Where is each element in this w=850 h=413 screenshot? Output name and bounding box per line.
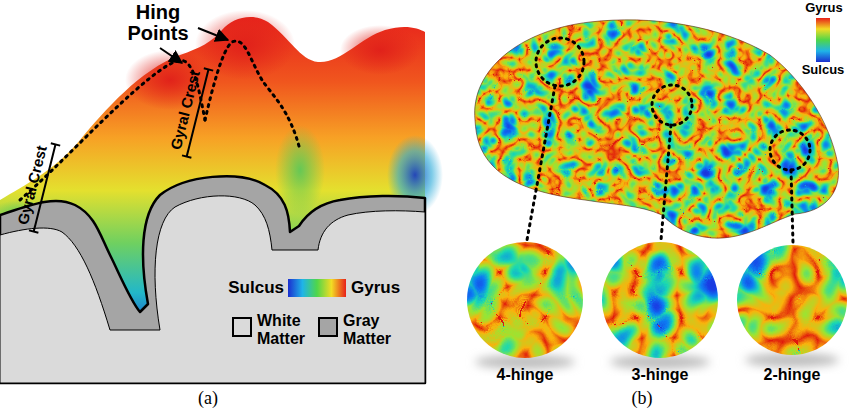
colorbar-label: Gyrus xyxy=(351,278,411,298)
hinge-label: 4-hinge xyxy=(475,366,575,384)
annotation-label: Hing Points xyxy=(112,2,204,44)
brain-surface xyxy=(460,10,845,260)
magnified-surface xyxy=(460,235,590,365)
color-bar xyxy=(288,279,346,297)
gray-matter xyxy=(0,176,425,383)
colorbar-label: Sulcus xyxy=(226,278,284,298)
cortical-surface xyxy=(0,17,425,383)
circle-shadow xyxy=(745,353,839,367)
legend-swatch xyxy=(318,317,338,337)
gyral-peak-shade xyxy=(195,10,295,80)
magnified-surface xyxy=(595,235,725,365)
gyrus-outline xyxy=(205,41,300,150)
colorbar-label: Gyrus xyxy=(800,1,848,16)
legend-label: Gray Matter xyxy=(343,312,405,347)
color-bar xyxy=(816,18,830,62)
panel-label: (b) xyxy=(622,388,662,409)
legend-label: White Matter xyxy=(257,312,315,347)
hinge-label: 2-hinge xyxy=(742,366,842,384)
magnified-surface xyxy=(730,235,850,365)
panel-label: (a) xyxy=(188,388,228,409)
selection-marker xyxy=(527,38,810,243)
brain-outline xyxy=(475,20,839,238)
pointer-arrow xyxy=(198,28,228,40)
pointer-arrow xyxy=(160,48,182,63)
legend-swatch xyxy=(232,317,252,337)
white-matter xyxy=(0,196,425,383)
gyral-peak-shade xyxy=(340,25,420,75)
hinge-label: 3-hinge xyxy=(610,366,710,384)
colorbar-label: Sulcus xyxy=(798,63,848,78)
